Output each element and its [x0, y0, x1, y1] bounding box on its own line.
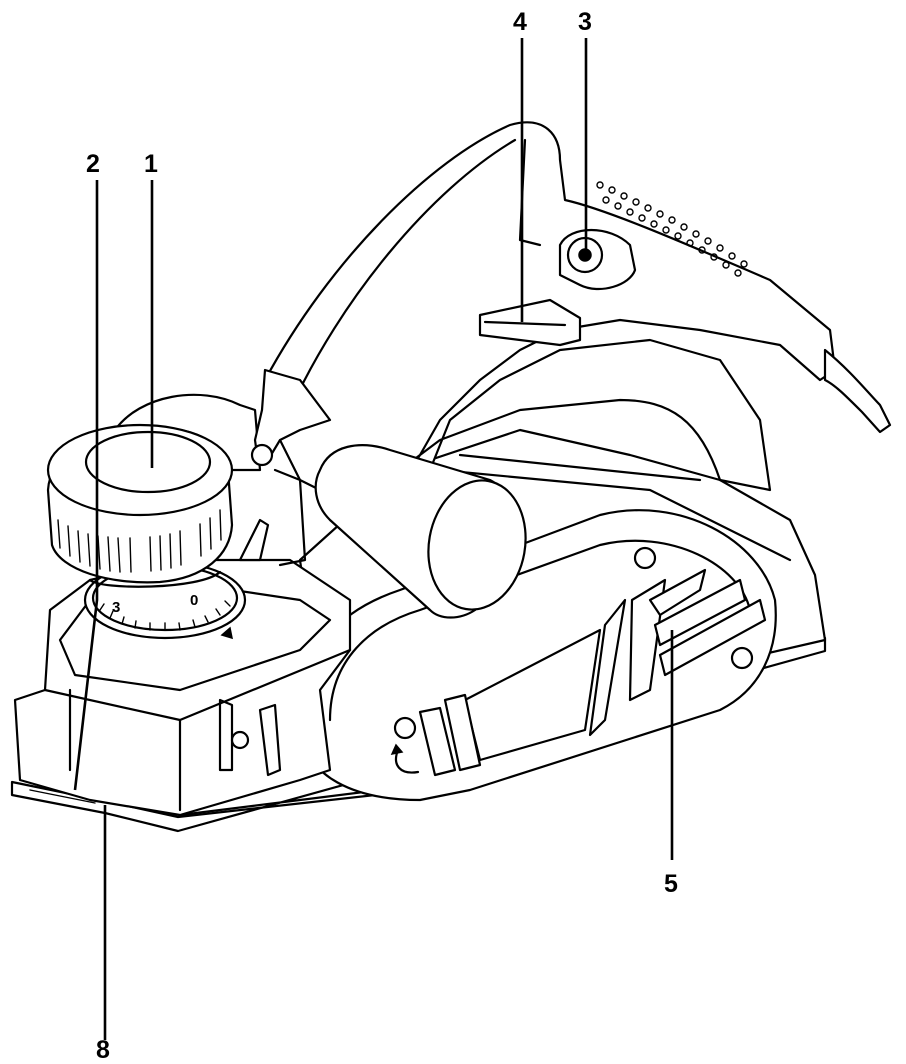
callout-8: 8: [96, 1036, 110, 1064]
rear-handle: [263, 121, 892, 502]
dial-number-0: 0: [190, 592, 198, 609]
leader-2: [73, 180, 99, 791]
dial-ticks: [99, 600, 231, 631]
chip-ejector: [314, 444, 527, 619]
callout-4: 4: [513, 8, 527, 36]
side-cover: [298, 509, 777, 802]
callout-3: 3: [578, 8, 592, 36]
dial-number-3: 3: [112, 599, 120, 616]
depth-adjust-knob: [46, 393, 262, 588]
lock-lever: [238, 368, 332, 567]
callout-1: 1: [144, 150, 158, 178]
callout-2: 2: [86, 150, 100, 178]
knob-grip-ridges: [57, 509, 222, 573]
leader-lines: [73, 38, 674, 1040]
callout-labels: 1 2 3 4 5 8: [86, 8, 678, 1064]
callout-5: 5: [664, 870, 678, 898]
handle-vent-dots: [596, 181, 748, 277]
